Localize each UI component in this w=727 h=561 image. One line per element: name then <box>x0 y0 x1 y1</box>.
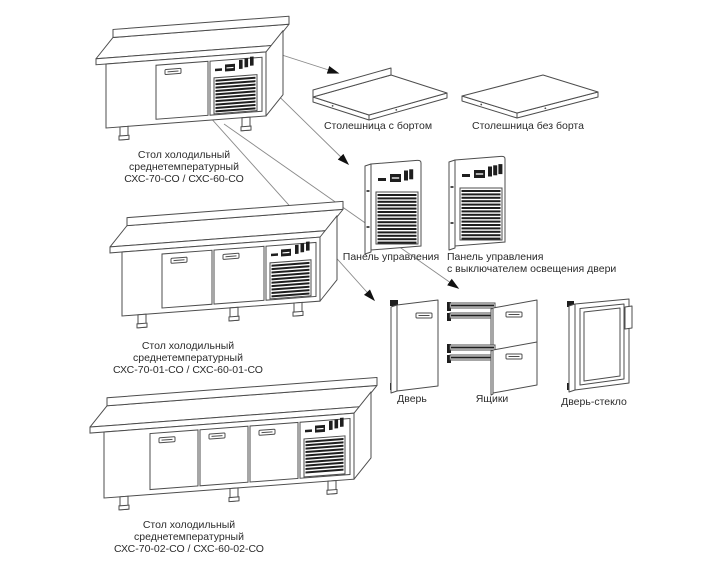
drawers-drawing <box>447 299 538 396</box>
worktop-without-upstand-label: Столешница без борта <box>472 120 584 132</box>
worktop-without-upstand-drawing <box>461 74 599 119</box>
table-1-label-line2: среднетемпературный <box>129 161 239 173</box>
control-panel-label: Панель управления <box>342 251 440 263</box>
table-3-label: Стол холодильный среднетемпературный СХС… <box>114 519 264 555</box>
table-2-label-line2: среднетемпературный <box>133 352 243 364</box>
drawers-label: Ящики <box>475 393 509 405</box>
control-panel-drawing <box>364 159 422 255</box>
control-panel-with-switch-drawing <box>448 155 506 251</box>
glass-door-label: Дверь-стекло <box>561 396 627 408</box>
table-2-label-line1: Стол холодильный <box>141 340 235 352</box>
control-panel-with-switch-label-line2: с выключателем освещения двери <box>447 263 617 275</box>
glass-door-drawing <box>567 298 633 393</box>
table-1-label: Стол холодильный среднетемпературный СХС… <box>124 149 244 185</box>
table-2-label: Стол холодильный среднетемпературный СХС… <box>113 340 263 376</box>
table-3-label-line2: среднетемпературный <box>134 531 244 543</box>
table-1-door-drawing <box>95 15 290 141</box>
table-1-label-line1: Стол холодильный <box>137 149 231 161</box>
table-2-label-line3: СХС-70-01-СО / СХС-60-01-СО <box>113 364 263 376</box>
table-3-label-line3: СХС-70-02-СО / СХС-60-02-СО <box>114 543 264 555</box>
door-drawing <box>390 299 439 394</box>
table-3-doors-drawing <box>89 376 378 511</box>
table-1-label-line3: СХС-70-СО / СХС-60-СО <box>124 173 244 185</box>
worktop-with-upstand-label: Столешница с бортом <box>323 120 433 132</box>
table-3-label-line1: Стол холодильный <box>142 519 236 531</box>
door-label: Дверь <box>397 393 427 405</box>
arrow-to-door <box>199 105 376 302</box>
table-2-doors-drawing <box>109 200 344 329</box>
control-panel-with-switch-label-line1: Панель управления <box>447 251 544 263</box>
control-panel-with-switch-label: Панель управления с выключателем освещен… <box>447 251 616 275</box>
worktop-with-upstand-drawing <box>312 67 448 121</box>
